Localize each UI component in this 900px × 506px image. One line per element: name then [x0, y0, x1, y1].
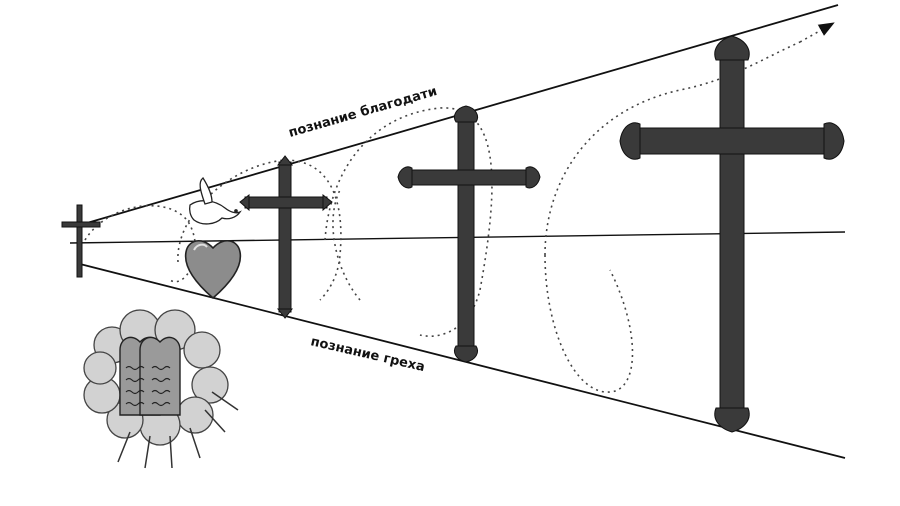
lower-line-label: познание греха [309, 334, 426, 375]
heart-icon [184, 240, 242, 300]
law-tablets-icon [83, 309, 239, 469]
cross-small [61, 204, 101, 278]
cross-3 [619, 35, 845, 433]
cross-2 [397, 105, 541, 363]
dove-icon [188, 177, 242, 225]
cross-1 [239, 155, 333, 319]
upper-line-label: познание благодати [287, 84, 439, 141]
